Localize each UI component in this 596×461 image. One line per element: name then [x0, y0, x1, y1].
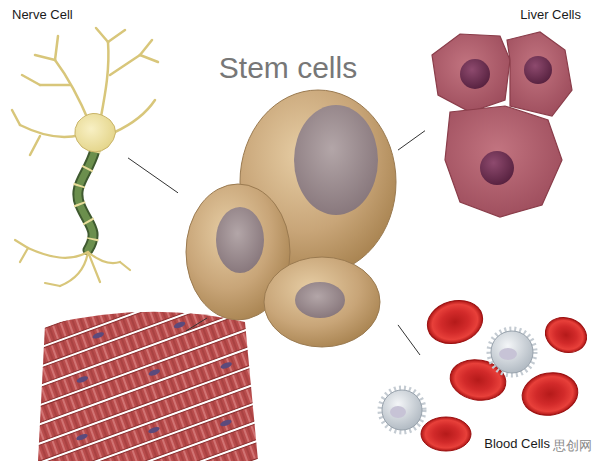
muscle-cells — [76, 375, 89, 384]
muscle-cells — [148, 368, 161, 377]
muscle-cells — [219, 419, 232, 428]
blood-cells — [390, 406, 406, 418]
nerve-cell — [12, 28, 158, 155]
blood-cells — [540, 312, 591, 358]
blood-cells — [382, 390, 422, 430]
stem-cell-cluster — [294, 105, 378, 215]
liver-cells — [445, 106, 562, 217]
blood-cells — [423, 294, 488, 349]
muscle-cells — [173, 320, 186, 329]
stem-cell-cluster — [295, 282, 345, 318]
cell-group: Blood Cells — [420, 295, 590, 455]
nerve-cell — [110, 55, 140, 75]
muscle-cells — [147, 426, 160, 435]
nerve-cell — [30, 136, 40, 155]
lineage-line — [128, 158, 178, 193]
cell-group: Liver Cells — [425, 6, 589, 221]
nerve-cell-label: Nerve Cell — [12, 8, 73, 23]
cell-group: Nerve Cell — [8, 6, 128, 291]
blood-cells — [491, 331, 533, 373]
nerve-cell — [78, 150, 95, 250]
nerve-cell — [140, 40, 152, 55]
nerve-cell — [108, 30, 125, 42]
liver-cells — [480, 151, 514, 185]
watermark: 思创网 — [553, 437, 592, 455]
nerve-cell — [100, 42, 108, 122]
blood-cells — [380, 388, 424, 432]
liver-cells — [432, 34, 510, 112]
muscle-cells — [32, 403, 319, 461]
stem-cell-cluster — [264, 257, 380, 347]
nerve-cell — [78, 150, 95, 250]
nerve-cell — [20, 248, 28, 262]
nerve-cell — [55, 36, 58, 60]
blood-cell-label: Blood Cells — [484, 437, 550, 452]
nerve-cell — [28, 248, 88, 258]
nerve-cell — [15, 240, 28, 248]
stem-cell-cluster — [186, 90, 396, 347]
muscle-cells — [75, 433, 88, 442]
stem-cell-cluster — [216, 207, 264, 273]
liver-cells — [507, 32, 572, 116]
nerve-cell — [88, 252, 100, 282]
blood-cells — [499, 348, 517, 360]
nerve-cell — [140, 55, 158, 62]
blood-cells — [519, 368, 581, 419]
lineage-line — [398, 325, 420, 355]
nerve-cell — [12, 110, 20, 125]
liver-cells — [432, 32, 572, 217]
nerve-cell — [40, 84, 70, 87]
muscle-cells — [38, 420, 325, 461]
nerve-cell — [60, 252, 88, 286]
liver-cell-label: Liver Cells — [520, 8, 581, 23]
nerve-cell — [35, 55, 55, 60]
lineage-line — [398, 131, 425, 150]
liver-cells — [460, 59, 490, 89]
nerve-cell — [12, 28, 158, 286]
blood-cells — [421, 417, 471, 451]
muscle-cells — [36, 382, 323, 461]
blood-cells — [489, 329, 535, 375]
nerve-cell — [45, 283, 60, 286]
muscle-cells — [220, 361, 233, 370]
nerve-cell — [115, 100, 155, 132]
nerve-cell — [15, 240, 130, 286]
muscle-cells — [92, 331, 105, 340]
nerve-cell — [96, 28, 108, 42]
cell-group: Stem cells — [178, 45, 398, 355]
blood-cells — [380, 294, 592, 451]
nerve-cell — [22, 75, 40, 85]
liver-cells — [524, 56, 552, 84]
stem-cell-label: Stem cells — [219, 51, 357, 86]
nerve-cell — [120, 262, 130, 270]
leader-line — [186, 318, 207, 331]
nerve-cell — [20, 125, 80, 137]
nerve-cell — [78, 150, 95, 250]
nerve-cell — [75, 113, 116, 152]
nerve-cell — [55, 60, 90, 124]
